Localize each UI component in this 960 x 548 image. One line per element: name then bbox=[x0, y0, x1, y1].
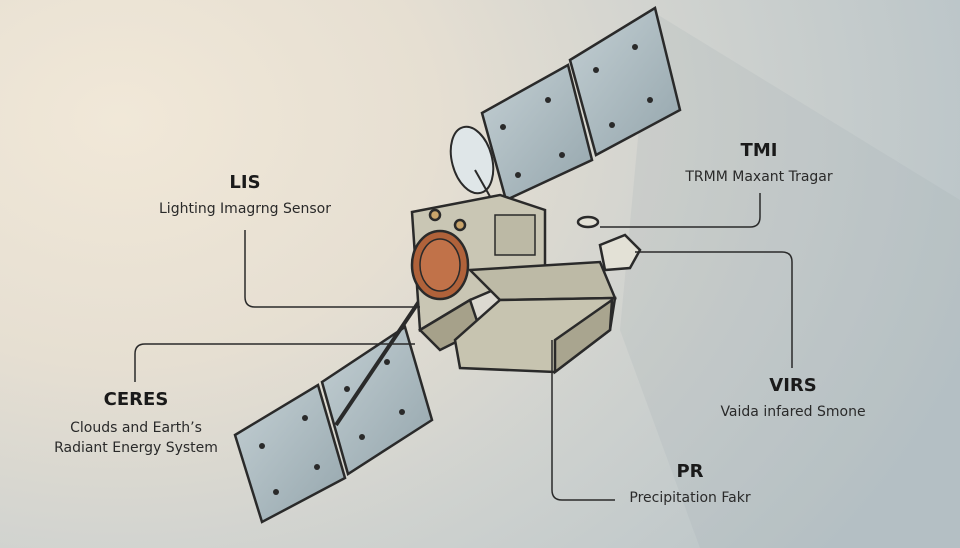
virs-title: VIRS bbox=[769, 375, 817, 396]
virs-label: VIRS Vaida infared Smone bbox=[720, 375, 865, 422]
pr-label: PR Precipitation Fakr bbox=[629, 461, 750, 508]
pr-subtitle: Precipitation Fakr bbox=[629, 490, 751, 506]
lis-label: LIS Lighting Imagrng Sensor bbox=[159, 172, 331, 219]
tmi-title: TMI bbox=[740, 140, 778, 161]
ceres-label: CERES Clouds and Earth’s Radiant Energy … bbox=[54, 389, 218, 458]
upper-solar-array bbox=[480, 6, 682, 202]
lis-subtitle: Lighting Imagrng Sensor bbox=[159, 201, 331, 217]
ceres-title: CERES bbox=[103, 389, 169, 410]
tmi-label: TMI TRMM Maxant Tragar bbox=[685, 140, 832, 187]
pr-connector bbox=[551, 340, 615, 501]
tmi-connector bbox=[600, 193, 761, 228]
ceres-subtitle-line2: Radiant Energy System bbox=[54, 440, 218, 456]
virs-connector bbox=[635, 251, 793, 368]
shadow bbox=[620, 10, 960, 548]
connector-lines bbox=[134, 193, 793, 501]
lis-title: LIS bbox=[229, 172, 261, 193]
pr-title: PR bbox=[676, 461, 704, 482]
satellite-body bbox=[410, 193, 642, 375]
dish-antenna bbox=[449, 125, 495, 201]
tmi-subtitle: TRMM Maxant Tragar bbox=[685, 169, 833, 185]
virs-subtitle: Vaida infared Smone bbox=[720, 404, 866, 420]
lis-connector bbox=[244, 230, 420, 308]
ceres-subtitle-line1: Clouds and Earth’s bbox=[70, 420, 202, 436]
ceres-connector bbox=[134, 343, 415, 382]
lower-solar-array bbox=[233, 298, 434, 524]
